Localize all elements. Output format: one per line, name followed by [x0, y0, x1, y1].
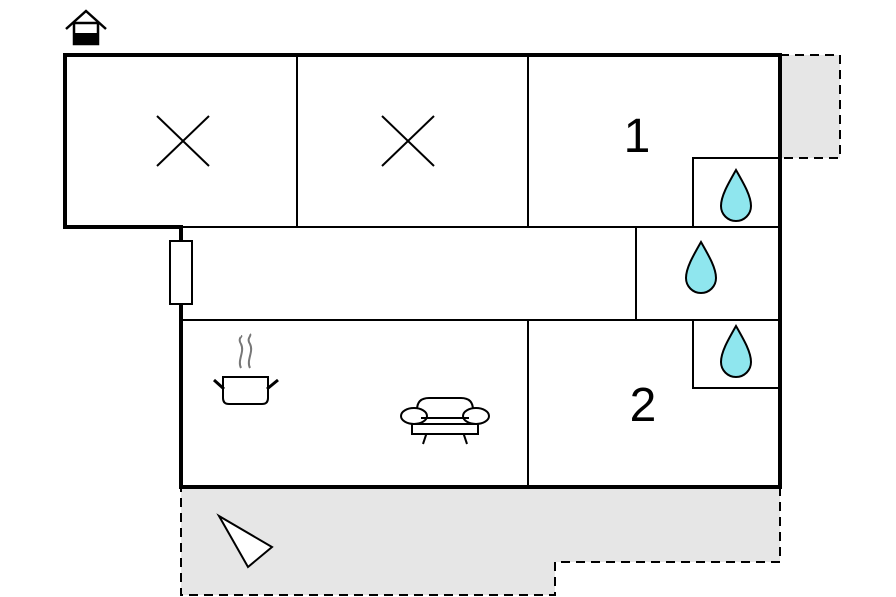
house-entrance-icon — [65, 9, 107, 46]
x-mark-icon — [381, 115, 435, 167]
exterior-wall — [63, 53, 782, 489]
door-icon — [169, 240, 193, 305]
x-mark-icon — [156, 115, 210, 167]
terrace-right — [780, 54, 841, 159]
interior-walls — [181, 55, 780, 487]
sofa-icon — [400, 397, 490, 445]
terrace-bottom — [180, 487, 781, 596]
water-drop-icon — [719, 323, 753, 378]
cooking-pot-icon — [212, 333, 279, 405]
room-label-1: 1 — [624, 110, 651, 163]
water-drop-icon — [719, 167, 753, 222]
water-drop-icon — [684, 239, 718, 294]
viewpoint-triangle-icon — [216, 513, 274, 569]
room-label-2: 2 — [630, 379, 657, 432]
